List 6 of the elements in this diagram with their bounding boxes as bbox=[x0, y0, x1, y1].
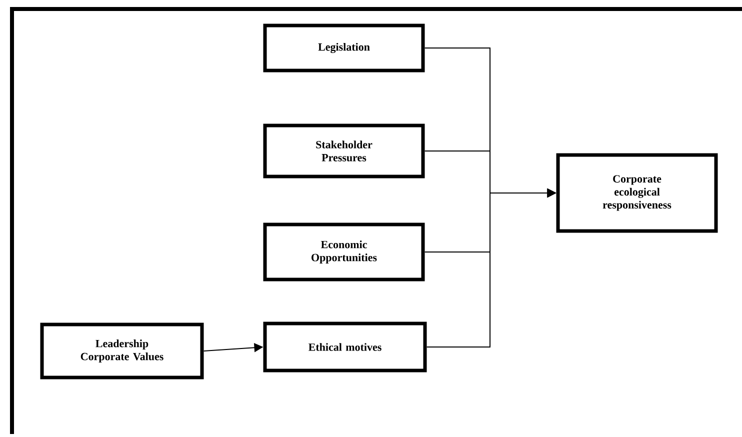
box: Leadership Corporate Values bbox=[40, 322, 204, 380]
box: Corporate ecological responsiveness bbox=[556, 153, 718, 233]
box: Economic Opportunities bbox=[263, 222, 425, 282]
box: Legislation bbox=[263, 24, 425, 72]
box: Ethical motives bbox=[263, 322, 427, 372]
box: Stakeholder Pressures bbox=[263, 124, 425, 178]
